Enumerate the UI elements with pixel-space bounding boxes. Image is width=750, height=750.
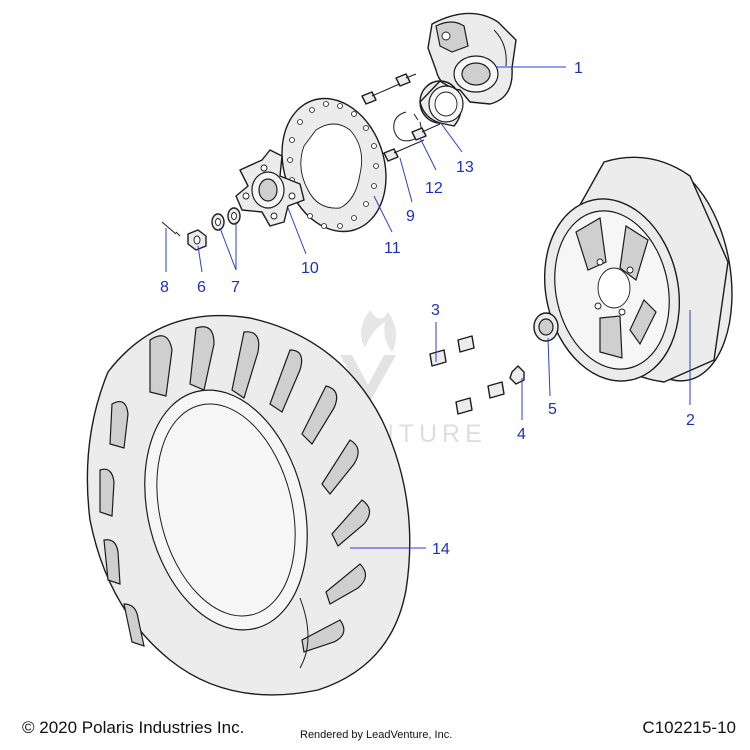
callout-2: 2 [686, 412, 695, 429]
part-7-washers [211, 207, 241, 231]
leader-lines [165, 66, 691, 549]
callout-5: 5 [548, 401, 557, 418]
part-1-knuckle [427, 12, 517, 105]
part-8-cotter-pin [161, 221, 181, 237]
callout-10: 10 [301, 260, 319, 277]
callout-1: 1 [574, 60, 583, 77]
callout-3: 3 [431, 302, 440, 319]
callout-13: 13 [456, 159, 474, 176]
part-9-bolts [361, 73, 441, 162]
callout-12: 12 [425, 180, 443, 197]
callout-14: 14 [432, 541, 450, 558]
rendered-by-notice: Rendered by LeadVenture, Inc. [300, 729, 453, 741]
callout-7: 7 [231, 279, 240, 296]
part-13-bearing [419, 80, 464, 127]
part-3-lug-nuts [429, 335, 505, 415]
figure-id: C102215-10 [642, 718, 736, 737]
part-14-tire [86, 314, 411, 696]
part-6-castle-nut [187, 229, 207, 251]
part-2-rim [543, 156, 733, 383]
callout-9: 9 [406, 208, 415, 225]
callout-11: 11 [384, 240, 401, 257]
callout-6: 6 [197, 279, 206, 296]
part-4-valve-stem [509, 365, 525, 385]
copyright-notice: © 2020 Polaris Industries Inc. [22, 718, 245, 737]
part-5-center-cap [533, 312, 559, 342]
callout-4: 4 [517, 426, 526, 443]
callout-8: 8 [160, 279, 169, 296]
callout-labels: 1 2 3 4 5 6 7 8 9 10 11 12 13 14 [160, 60, 695, 558]
part-11-brake-disc [281, 97, 387, 233]
part-10-wheel-hub [235, 149, 305, 227]
